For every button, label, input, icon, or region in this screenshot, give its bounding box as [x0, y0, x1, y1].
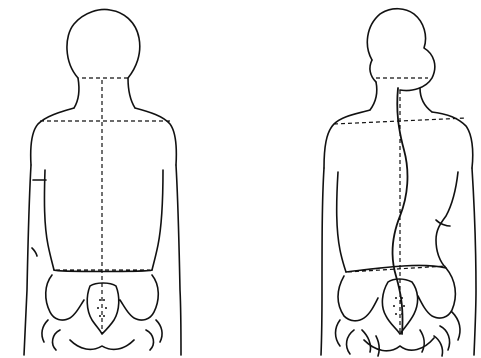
neck-right [420, 88, 432, 112]
left-arm-outer [24, 165, 31, 355]
scoliosis-back-figure [321, 9, 476, 356]
hip-line [346, 265, 446, 272]
sacrum [87, 283, 119, 334]
left-shoulder [31, 108, 74, 165]
right-torso-side [436, 172, 458, 268]
pelvis-left-wing [46, 275, 84, 320]
pubic-arch [70, 340, 134, 349]
head-outline [67, 10, 140, 78]
right-arm-outer [176, 165, 181, 355]
left-hip-joint [336, 320, 355, 354]
pelvis-right-wing [120, 275, 158, 320]
lower-pelvis-detail-right [420, 330, 443, 356]
normal-back-figure [24, 10, 181, 355]
left-hip-joint [42, 320, 60, 350]
neck-left [370, 82, 377, 110]
head-left-jaw [370, 60, 376, 82]
pelvis-right-wing [418, 268, 455, 318]
neck-left [74, 78, 79, 108]
left-arm-notch [32, 248, 37, 256]
pelvis-left-wing [338, 276, 378, 321]
left-torso-side [44, 170, 54, 270]
left-arm-outer [321, 168, 324, 355]
right-hip-joint [146, 320, 162, 350]
lower-pelvis-detail-left [362, 330, 379, 356]
left-torso-side [337, 172, 346, 272]
right-shoulder [135, 108, 176, 165]
neck-right [128, 78, 135, 108]
right-arm-outer [472, 168, 476, 355]
hip-line [54, 270, 152, 272]
left-shoulder [324, 110, 370, 168]
right-torso-side [152, 170, 163, 270]
right-shoulder [432, 112, 473, 168]
normal-reference-lines [40, 78, 170, 334]
